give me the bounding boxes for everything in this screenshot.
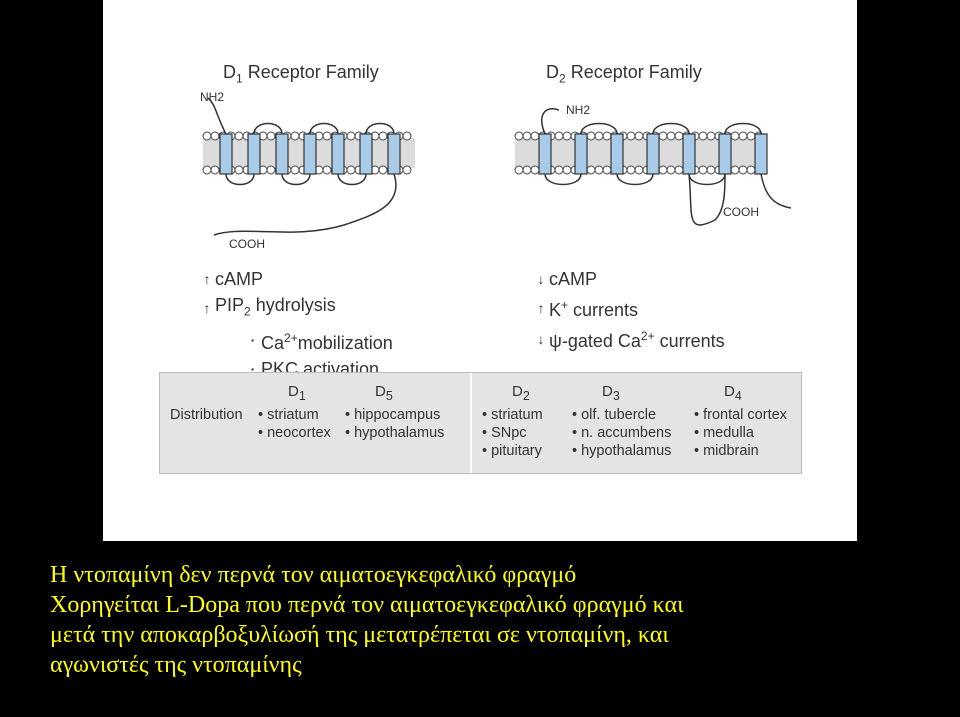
d2-loop — [544, 173, 582, 186]
caption-line-3: μετά την αποκαρβοξυλίωσή της μετατρέπετα… — [50, 622, 669, 648]
d1-helix-4 — [303, 133, 317, 175]
table-cell: • frontal cortex — [694, 407, 787, 423]
d2-effect-label: K+ currents — [549, 298, 639, 320]
d2-helix-5 — [682, 133, 696, 175]
d2-loop — [688, 173, 726, 186]
table-cell: • pituitary — [482, 443, 542, 459]
d2-n-terminus — [541, 108, 560, 135]
table-group-d2-d4: D2 • striatum • SNpc • pituitary D3 • olf. t… — [470, 373, 802, 473]
table-cell: • neocortex — [258, 425, 331, 441]
table-cell: • medulla — [694, 425, 754, 441]
arrow-up-icon: ↑ — [203, 271, 211, 287]
d2-loop — [724, 122, 762, 135]
caption-line-2: Χορηγείται L-Dopa που περνά τον αιματοεγ… — [50, 592, 684, 618]
table-cell: • striatum — [258, 407, 319, 423]
table-header-d4: D4 — [724, 383, 742, 403]
d2-effect-3: ↓ψ-gated Ca2+ currents — [533, 323, 725, 354]
arrow-up-icon: ↑ — [203, 300, 211, 317]
d2-effect-label: ψ-gated Ca2+ currents — [549, 329, 725, 351]
d2-helix-1 — [538, 133, 552, 175]
table-header-d2: D2 — [512, 383, 530, 403]
d1-effects-list: ↑cAMP↑PIP2 hydrolysis·Ca2+mobilization·P… — [199, 266, 393, 382]
d1-effect-label: Ca2+mobilization — [261, 330, 393, 353]
d1-loop — [309, 122, 339, 135]
d1-nh2-label: NH2 — [200, 90, 224, 104]
d2-helix-2 — [574, 133, 588, 175]
d1-loop — [225, 173, 255, 186]
table-header-d1: D1 — [288, 383, 306, 403]
d1-effect-3: · Ca2+mobilization — [199, 325, 393, 356]
bullet-icon: · — [250, 360, 256, 377]
d2-effect-1: ↓cAMP — [533, 266, 725, 292]
table-row-label: Distribution — [170, 407, 243, 423]
d1-helix-3 — [275, 133, 289, 175]
d1-family-title: D1 Receptor Family — [223, 62, 379, 86]
d1-helix-2 — [247, 133, 261, 175]
d2-effect-2: ↑K+ currents — [533, 292, 725, 323]
d2-family-title: D2 Receptor Family — [546, 62, 702, 86]
d1-helix-1 — [219, 133, 233, 175]
table-cell: • n. accumbens — [572, 425, 672, 441]
caption-text: Η ντοπαμίνη δεν περνά τον αιματοεγκεφαλι… — [50, 560, 930, 680]
d1-c-terminus — [213, 173, 397, 236]
d1-cooh-label: COOH — [229, 237, 265, 251]
d2-large-loop — [688, 173, 726, 226]
d1-helix-7 — [387, 133, 401, 175]
table-cell: • hypothalamus — [572, 443, 672, 459]
d1-helix-6 — [359, 133, 373, 175]
d1-effect-label: cAMP — [215, 269, 264, 289]
d1-effect-2: ↑PIP2 hydrolysis — [199, 292, 393, 325]
d2-effect-label: cAMP — [549, 269, 598, 289]
d1-loop — [337, 173, 367, 186]
d1-effect-1: ↑cAMP — [199, 266, 393, 292]
table-cell: • striatum — [482, 407, 543, 423]
arrow-up-icon: ↑ — [537, 299, 545, 316]
d2-helix-6 — [718, 133, 732, 175]
caption-line-4: αγωνιστές της ντοπαμίνης — [50, 652, 302, 678]
table-group-d1-d5: Distribution D1 • striatum • neocortex D5 •… — [160, 373, 468, 473]
distribution-table: Distribution D1 • striatum • neocortex D5 •… — [159, 372, 802, 474]
d1-loop — [253, 122, 283, 135]
d2-c-terminus — [760, 173, 792, 209]
table-header-d3: D3 — [602, 383, 620, 403]
d2-loop — [652, 122, 690, 135]
table-header-d5: D5 — [375, 383, 393, 403]
d2-helix-7 — [754, 133, 768, 175]
caption-line-1: Η ντοπαμίνη δεν περνά τον αιματοεγκεφαλι… — [50, 562, 577, 588]
d1-helix-5 — [331, 133, 345, 175]
d1-n-terminus — [207, 97, 227, 135]
table-cell: • midbrain — [694, 443, 759, 459]
d1-loop — [281, 173, 311, 186]
d2-helix-3 — [610, 133, 624, 175]
table-cell: • olf. tubercle — [572, 407, 657, 423]
d2-nh2-label: NH2 — [566, 103, 590, 117]
arrow-down-icon: ↓ — [537, 271, 545, 287]
table-cell: • hypothalamus — [345, 425, 445, 441]
d1-effect-label: PIP2 hydrolysis — [215, 295, 336, 319]
table-cell: • hippocampus — [345, 407, 441, 423]
d2-cooh-label: COOH — [723, 205, 759, 219]
arrow-down-icon: ↓ — [537, 330, 545, 347]
d2-effects-list: ↓cAMP↑K+ currents↓ψ-gated Ca2+ currents — [533, 266, 725, 354]
d2-loop — [616, 173, 654, 186]
d1-loop — [365, 122, 395, 135]
bullet-icon: · — [250, 332, 256, 349]
d2-helix-4 — [646, 133, 660, 175]
table-cell: • SNpc — [482, 425, 527, 441]
d2-loop — [580, 122, 618, 135]
